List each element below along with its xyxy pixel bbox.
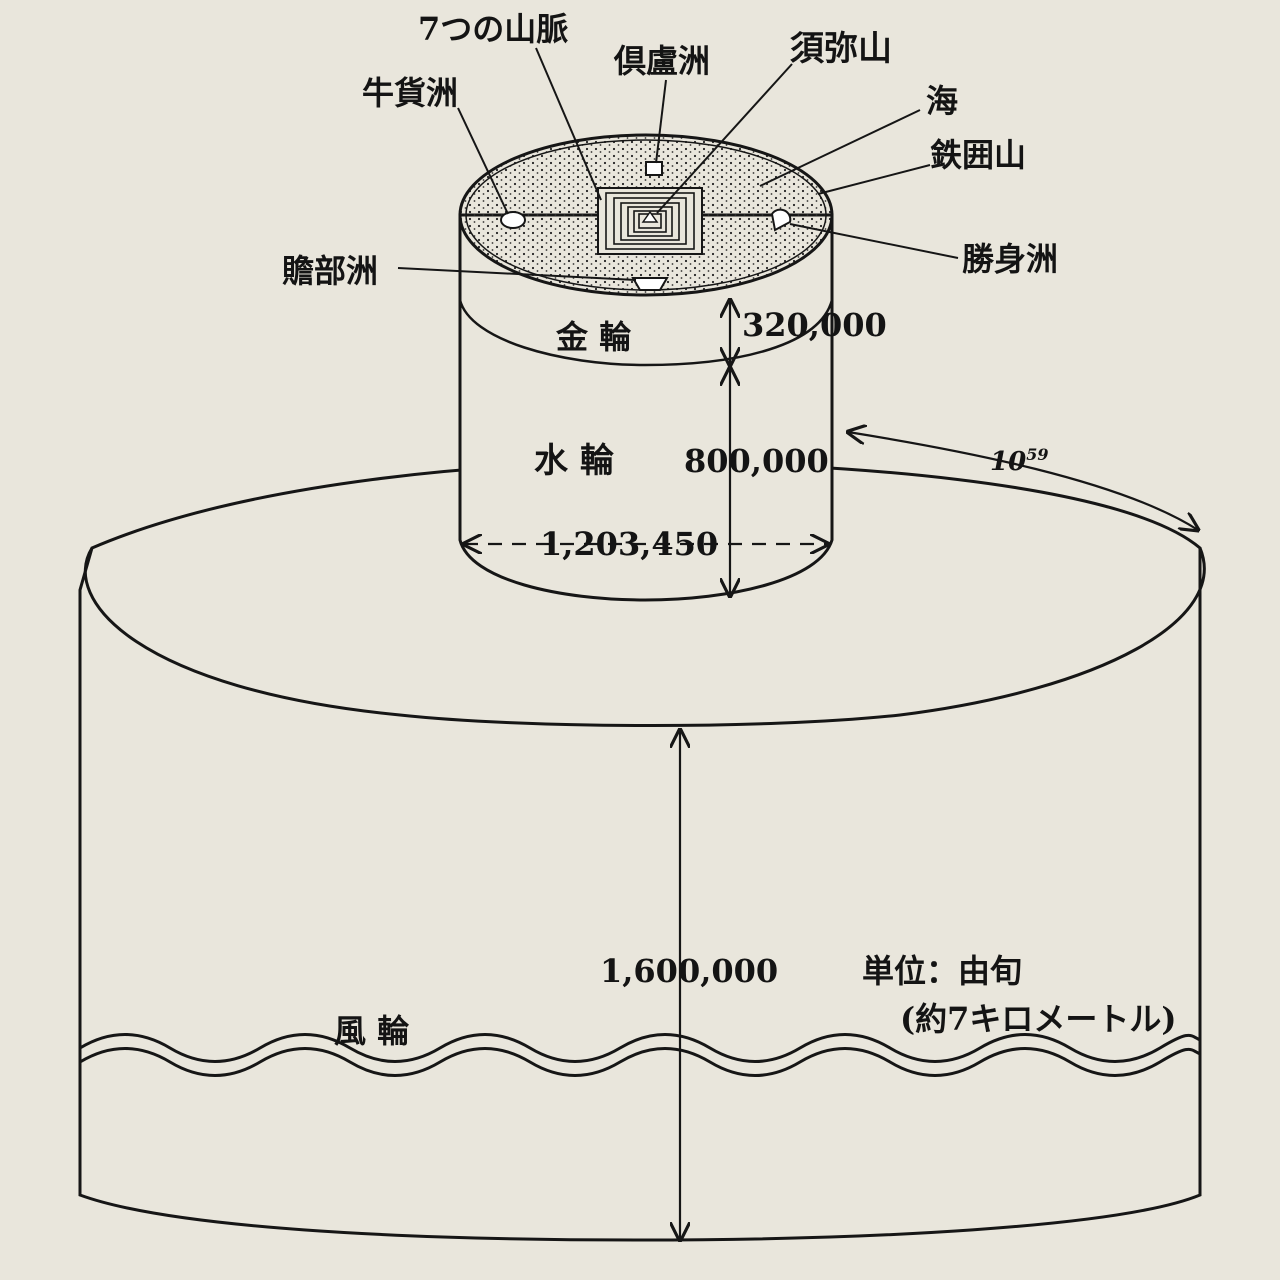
measure-lines <box>464 300 1198 1240</box>
value-gold-height: 320,000 <box>742 306 887 344</box>
unit-note: (約7キロメートル) <box>900 1000 1177 1038</box>
circumference-arrow <box>848 432 1198 530</box>
unit-label: 単位：由旬 <box>862 952 1022 990</box>
sumeru-peak <box>641 210 659 223</box>
value-circumference: 1059 <box>990 445 1048 477</box>
wave-line-lower <box>79 1047 1201 1077</box>
label-mountain-ranges: 7つの山脈 <box>418 10 568 48</box>
label-gold-wheel: 金 輪 <box>555 318 631 356</box>
label-iron-ring: 鉄囲山 <box>930 136 1026 174</box>
label-water-wheel: 水 輪 <box>534 441 614 481</box>
label-purvavideha: 勝身洲 <box>962 240 1058 278</box>
label-wind-wheel: 風 輪 <box>334 1012 409 1050</box>
wave-line-upper <box>79 1033 1201 1063</box>
label-sea: 海 <box>926 82 958 120</box>
value-wind-height: 1,600,000 <box>600 952 778 990</box>
uttarakuru-continent <box>645 161 663 176</box>
labels: 7つの山脈 牛貨洲 倶盧洲 須弥山 海 鉄囲山 勝身洲 贍部洲 金 輪 水 輪 … <box>282 10 1177 1050</box>
label-jambudvipa: 贍部洲 <box>282 252 378 290</box>
purvavideha-continent <box>770 208 792 232</box>
jambudvipa-continent <box>631 277 669 291</box>
godaniya-continent <box>500 211 526 229</box>
value-diameter: 1,203,450 <box>540 525 718 563</box>
leader-lines <box>397 47 959 281</box>
label-uttarakuru: 倶盧洲 <box>613 42 710 80</box>
label-sumeru: 須弥山 <box>790 29 892 69</box>
value-water-height: 800,000 <box>684 442 829 480</box>
label-godaniya: 牛貨洲 <box>362 74 458 112</box>
